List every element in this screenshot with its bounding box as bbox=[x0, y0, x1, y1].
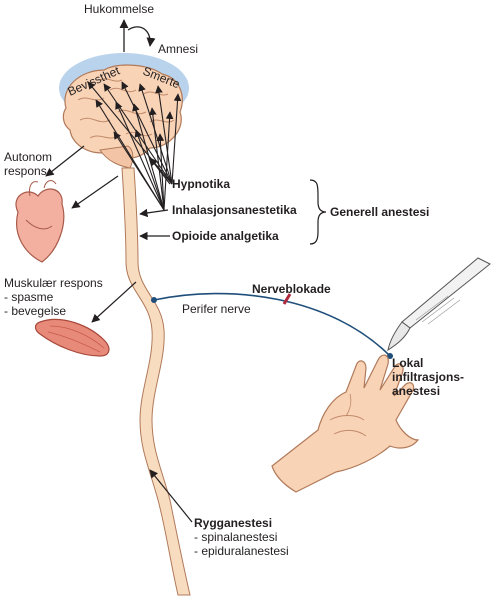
muscle-title: Muskulær respons bbox=[4, 276, 103, 290]
inhalational-label: Inhalasjonsanestetika bbox=[172, 203, 297, 217]
spinal-cord bbox=[121, 167, 191, 596]
nerve-block-label: Nerveblokade bbox=[252, 282, 331, 296]
local-line-2: infiltrasjons- bbox=[392, 370, 465, 384]
local-line-3: anestesi bbox=[392, 384, 441, 398]
autonomic-label: Autonom respons bbox=[4, 150, 52, 178]
general-anesthesia-bracket bbox=[309, 179, 327, 245]
general-anesthesia-label: Generell anestesi bbox=[330, 205, 430, 219]
nerve-end-dot bbox=[387, 353, 393, 359]
drug-arrows bbox=[87, 81, 182, 211]
autonomic-line-2: respons bbox=[4, 164, 47, 178]
muscle-item-spasm: - spasme bbox=[4, 290, 54, 304]
nerve-origin-dot bbox=[151, 297, 157, 303]
hypnotics-arrow bbox=[149, 157, 171, 185]
memory-label: Hukommelse bbox=[84, 2, 155, 16]
amnesia-arrow bbox=[127, 26, 156, 47]
spinal-title: Rygganestesi bbox=[194, 516, 273, 530]
nerve-block-mark bbox=[282, 293, 292, 305]
muscle bbox=[34, 318, 110, 357]
muscle-arrow bbox=[91, 281, 137, 323]
muscle-label: Muskulær respons - spasme - bevegelse bbox=[4, 276, 103, 318]
inhalational-arrow bbox=[139, 208, 169, 218]
muscle-item-movement: - bevegelse bbox=[4, 304, 67, 318]
spinal-item-epidural: - epiduralanestesi bbox=[194, 544, 289, 558]
hand bbox=[271, 354, 420, 493]
spinal-anesthesia-label: Rygganestesi - spinalanestesi - epidural… bbox=[194, 516, 289, 558]
hypnotics-label: Hypnotika bbox=[172, 177, 231, 191]
autonomic-arrow bbox=[45, 145, 85, 177]
heart bbox=[15, 180, 65, 263]
local-line-1: Lokal bbox=[392, 356, 424, 370]
spinal-arrow bbox=[149, 469, 193, 523]
autonomic-line-1: Autonom bbox=[4, 150, 53, 164]
local-anesthesia-label: Lokal infiltrasjons- anestesi bbox=[392, 356, 464, 398]
spinal-item-spinal: - spinalanestesi bbox=[194, 530, 278, 544]
scalpel-icon bbox=[387, 257, 491, 352]
heart-arrow bbox=[71, 175, 119, 209]
opioids-label: Opioide analgetika bbox=[172, 229, 279, 243]
amnesia-label: Amnesi bbox=[158, 42, 199, 56]
peripheral-nerve bbox=[153, 292, 391, 357]
peripheral-nerve-label: Perifer nerve bbox=[182, 302, 251, 316]
